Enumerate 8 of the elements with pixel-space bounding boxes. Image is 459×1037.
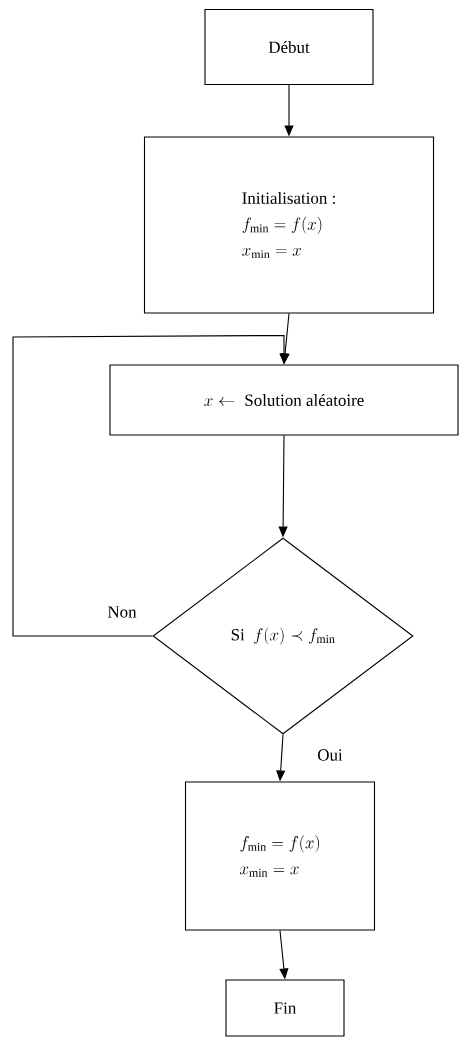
edge-label: Non <box>106 605 138 619</box>
end-box: Fin <box>225 979 345 1037</box>
start-box: Début <box>204 8 374 86</box>
process-box: Initialisation : $f_{\min} = f(x)$ $x_{\min} = x$ <box>143 136 435 314</box>
arrow <box>12 334 289 637</box>
edge-label: Oui <box>316 748 344 762</box>
process-box: $x \leftarrow \mbox{ Solution aléatoire}$ <box>109 364 459 436</box>
process-box: $f_{\min} = f(x)$ $x_{\min} = x$ <box>184 781 376 931</box>
